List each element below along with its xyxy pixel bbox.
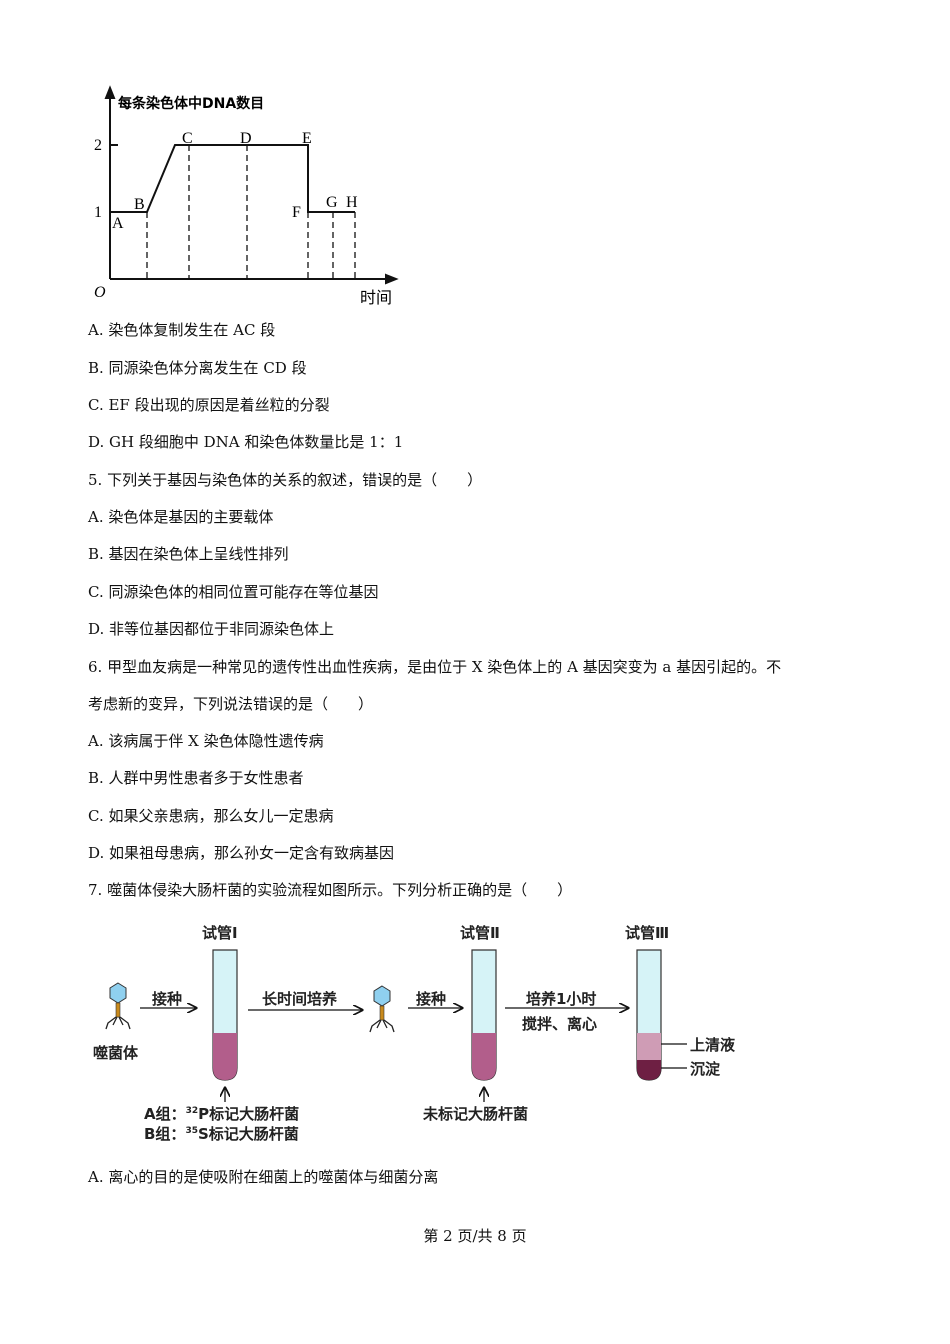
x-axis-label: 时间 <box>360 289 392 307</box>
q5-option-b: B. 基因在染色体上呈线性排列 <box>88 545 289 563</box>
inoculate-1-label: 接种 <box>152 990 183 1008</box>
q5-option-a: A. 染色体是基因的主要载体 <box>88 508 274 526</box>
q4-option-a: A. 染色体复制发生在 AC 段 <box>88 321 276 339</box>
tube2-label: 试管Ⅱ <box>460 924 500 942</box>
point-label-b: B <box>134 196 145 213</box>
point-label-h: H <box>346 194 358 211</box>
q6-option-a: A. 该病属于伴 X 染色体隐性遗传病 <box>88 732 324 750</box>
phage-icon-2 <box>369 985 395 1033</box>
sediment-label: 沉淀 <box>690 1060 721 1078</box>
origin-label: O <box>94 284 106 301</box>
point-label-g: G <box>326 194 338 211</box>
group-b-prefix: B组： <box>144 1125 186 1143</box>
group-b-text: S标记大肠杆菌 <box>197 1125 299 1143</box>
supernatant-label: 上清液 <box>690 1036 736 1054</box>
q5-option-c: C. 同源染色体的相同位置可能存在等位基因 <box>88 583 379 601</box>
test-tube-2 <box>471 949 497 1081</box>
point-label-a: A <box>112 215 124 232</box>
point-label-d: D <box>240 130 252 147</box>
group-a-text: P标记大肠杆菌 <box>198 1105 300 1123</box>
unlabeled-ecoli-label: 未标记大肠杆菌 <box>423 1105 529 1123</box>
group-a-isotope: 32 <box>185 1106 199 1116</box>
y-axis-arrow <box>104 85 116 99</box>
q4-option-b: B. 同源染色体分离发生在 CD 段 <box>88 359 307 377</box>
page-footer: 第 2 页/共 8 页 <box>423 1227 527 1245</box>
tube1-label: 试管Ⅰ <box>202 924 238 942</box>
y-axis-label: 每条染色体中DNA数目 <box>118 95 264 112</box>
ytick-label-2: 2 <box>94 137 102 154</box>
point-label-c: C <box>182 130 193 147</box>
group-a-label: A组：32P标记大肠杆菌 <box>144 1103 299 1124</box>
phage-label: 噬菌体 <box>93 1044 139 1062</box>
tube3-label: 试管Ⅲ <box>625 924 670 942</box>
q4-option-c: C. EF 段出现的原因是着丝粒的分裂 <box>88 396 330 414</box>
group-b-isotope: 35 <box>185 1126 198 1136</box>
q4-option-d: D. GH 段细胞中 DNA 和染色体数量比是 1：1 <box>88 433 404 451</box>
test-tube-1 <box>212 949 238 1081</box>
q6-option-c: C. 如果父亲患病，那么女儿一定患病 <box>88 807 334 825</box>
q6-option-b: B. 人群中男性患者多于女性患者 <box>88 769 304 787</box>
phage-experiment-diagram <box>105 949 687 1102</box>
group-a-prefix: A组： <box>144 1105 186 1123</box>
q6-stem-line2: 考虑新的变异，下列说法错误的是（ ） <box>88 695 374 713</box>
long-culture-label: 长时间培养 <box>262 990 338 1008</box>
phage-icon-1 <box>105 982 131 1030</box>
test-tube-3 <box>636 949 662 1081</box>
q7-stem: 7. 噬菌体侵染大肠杆菌的实验流程如图所示。下列分析正确的是（ ） <box>88 881 573 899</box>
dna-chromosome-chart: 每条染色体中DNA数目 2 1 O 时间 A B C D E F G H <box>94 85 399 307</box>
point-label-e: E <box>302 130 312 147</box>
q7-option-a: A. 离心的目的是使吸附在细菌上的噬菌体与细菌分离 <box>88 1168 439 1186</box>
inoculate-2-label: 接种 <box>416 990 447 1008</box>
group-b-label: B组：35S标记大肠杆菌 <box>144 1123 299 1144</box>
x-axis-arrow <box>385 273 399 285</box>
q6-stem-line1: 6. 甲型血友病是一种常见的遗传性出血性疾病，是由位于 X 染色体上的 A 基因… <box>88 658 782 676</box>
q5-stem: 5. 下列关于基因与染色体的关系的叙述，错误的是（ ） <box>88 471 483 489</box>
q5-option-d: D. 非等位基因都位于非同源染色体上 <box>88 620 335 638</box>
stir-centrifuge-label: 搅拌、离心 <box>522 1015 598 1033</box>
culture-1h-label: 培养1小时 <box>526 990 597 1008</box>
point-label-f: F <box>292 204 301 221</box>
ytick-label-1: 1 <box>94 204 102 221</box>
q6-option-d: D. 如果祖母患病，那么孙女一定含有致病基因 <box>88 844 395 862</box>
